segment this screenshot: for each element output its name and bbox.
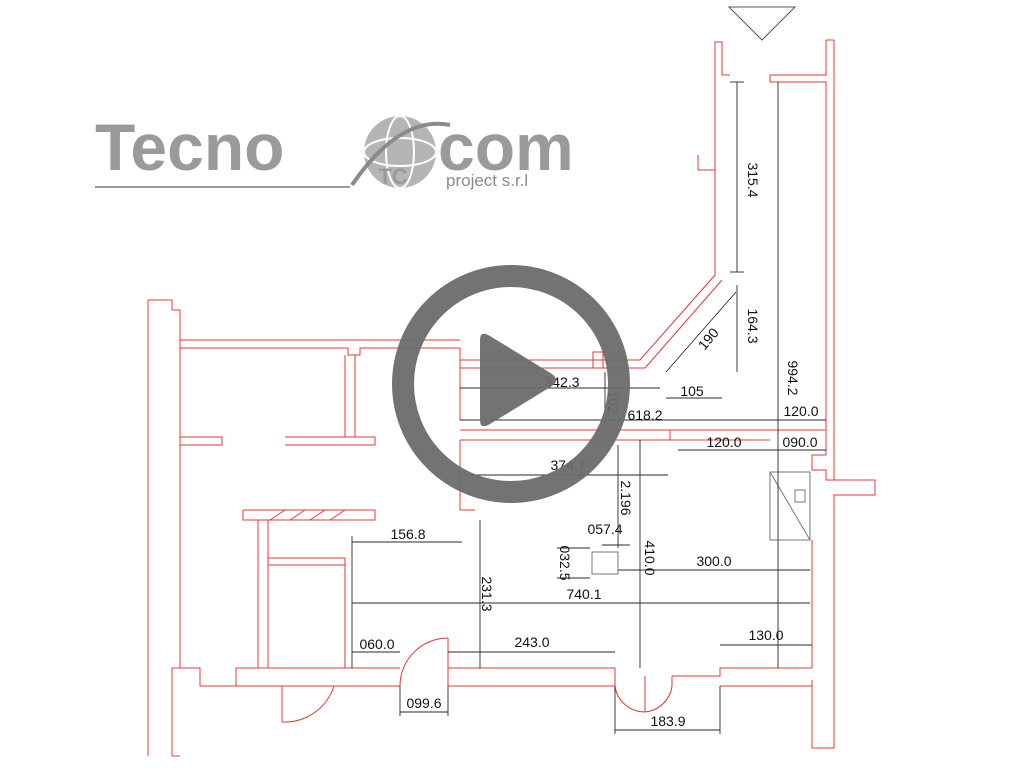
- dim-label: 120.0: [783, 403, 818, 419]
- dim-label: 740.1: [566, 586, 601, 602]
- dim-label: 243.0: [514, 634, 549, 650]
- dim-label: 090.0: [782, 434, 817, 450]
- company-logo: Tecno TC com project s.r.l: [95, 110, 574, 190]
- dim-label: 060.0: [359, 636, 394, 652]
- walls: [147, 39, 876, 757]
- dim-label: 120.0: [706, 434, 741, 450]
- dim-label: 183.9: [650, 713, 685, 729]
- logo-subtitle: project s.r.l: [446, 171, 528, 190]
- logo-word-right: com: [438, 110, 574, 184]
- dim-label: 032.5: [557, 545, 573, 580]
- dim-label: 300.0: [696, 553, 731, 569]
- dim-label: 130.0: [748, 627, 783, 643]
- play-icon: [480, 333, 556, 427]
- dim-label: 099.6: [406, 695, 441, 711]
- dim-label: 618.2: [627, 407, 662, 423]
- dim-label: 156.8: [390, 526, 425, 542]
- dim-label: 105: [680, 383, 704, 399]
- logo-badge: TC: [378, 164, 407, 189]
- dim-label: 410.0: [642, 540, 658, 575]
- dim-label: 2.196: [618, 480, 634, 515]
- dim-label: 315.4: [745, 162, 761, 197]
- north-arrow-icon: [727, 6, 797, 41]
- dim-label: 057.4: [587, 521, 622, 537]
- dim-label: 994.2: [785, 360, 801, 395]
- dim-label: 231.3: [479, 576, 495, 611]
- logo-word-left: Tecno: [95, 110, 284, 184]
- dim-label: 164.3: [745, 308, 761, 343]
- globe-icon: TC: [350, 115, 451, 189]
- dim-label: 190: [695, 325, 722, 353]
- play-button[interactable]: [392, 265, 630, 503]
